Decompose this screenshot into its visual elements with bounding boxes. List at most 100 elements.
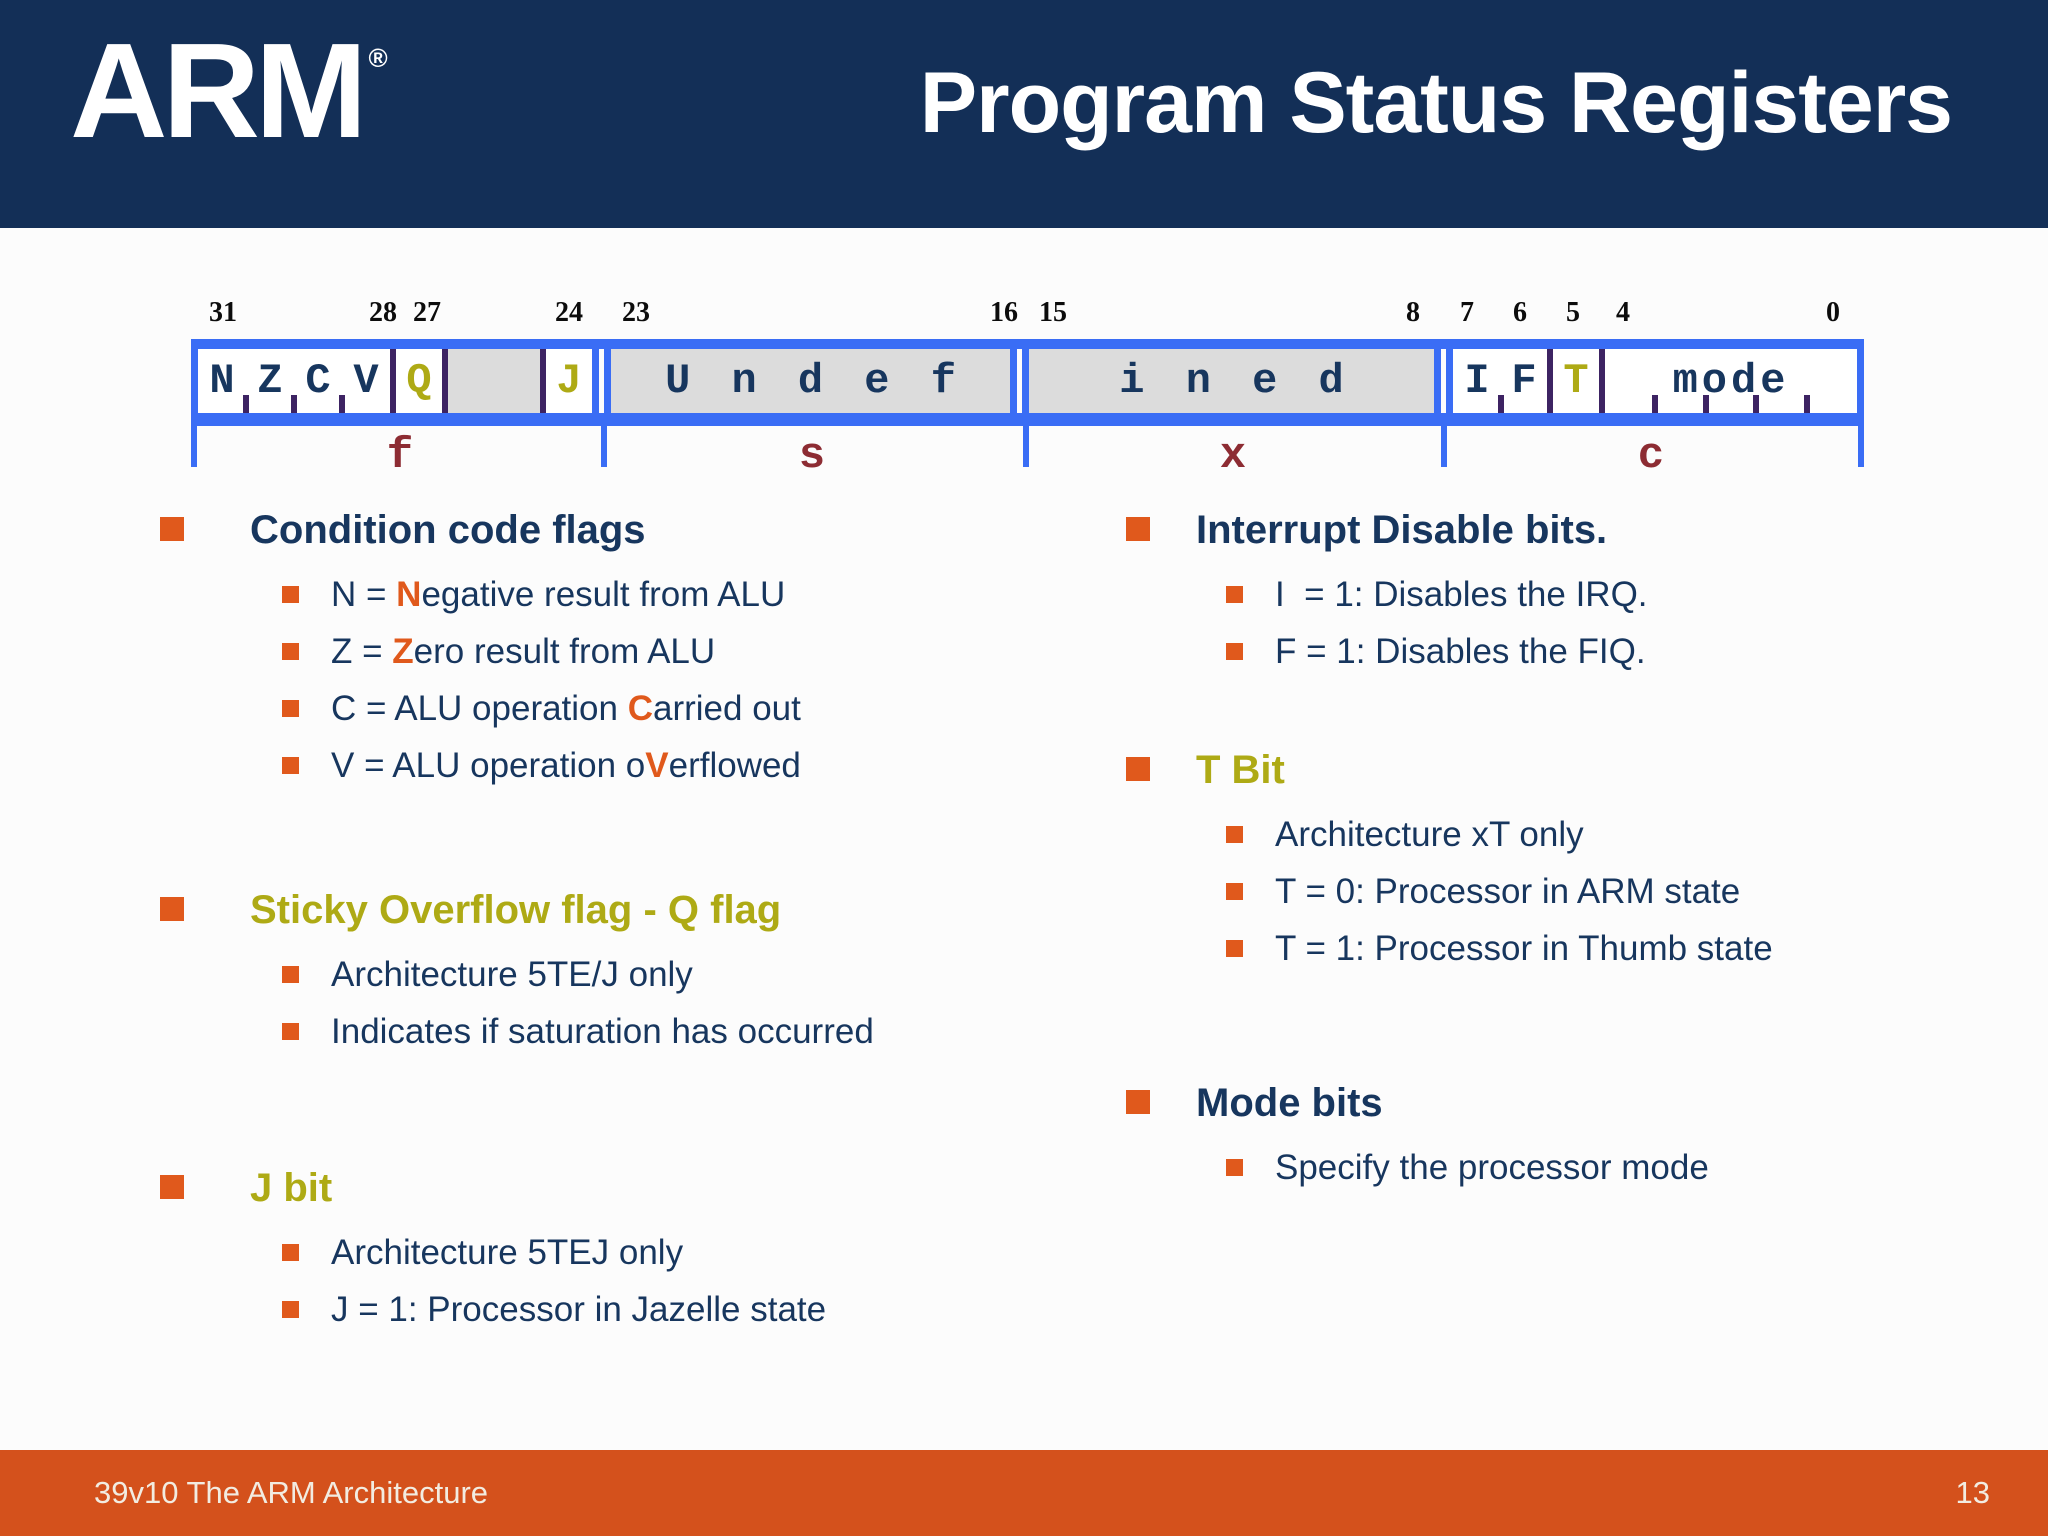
bullet-icon	[1226, 586, 1243, 603]
footer-course-label: 39v10 The ARM Architecture	[94, 1475, 489, 1510]
list-item-text: V = ALU operation oVerflowed	[331, 746, 801, 785]
bit-number-28: 28	[369, 297, 397, 328]
flag-q: Q	[406, 357, 432, 405]
list-item: F = 1: Disables the FIQ.	[1126, 627, 2048, 684]
list-item-text: N = Negative result from ALU	[331, 575, 786, 614]
list-item: N = Negative result from ALU	[160, 570, 1100, 627]
bullet-icon	[1226, 1159, 1243, 1176]
section-sticky-overflow-q-flag: Sticky Overflow flag - Q flag Architectu…	[160, 885, 1100, 1064]
list-item-text: T = 0: Processor in ARM state	[1275, 872, 1741, 911]
bullet-icon	[282, 757, 299, 774]
bracket-label-f: f	[386, 431, 414, 481]
section-title: Sticky Overflow flag - Q flag	[250, 888, 782, 932]
list-item: C = ALU operation Carried out	[160, 684, 1100, 741]
section-heading: Sticky Overflow flag - Q flag	[160, 885, 1100, 935]
list-item-text: Z = Zero result from ALU	[331, 632, 716, 671]
section-title: J bit	[250, 1166, 333, 1210]
bullet-icon	[282, 966, 299, 983]
undefined-text-low: i n e d	[1119, 357, 1352, 405]
section-items: N = Negative result from ALU Z = Zero re…	[160, 570, 1100, 798]
flag-n: N	[198, 349, 249, 413]
list-item: T = 0: Processor in ARM state	[1126, 867, 2048, 924]
flag-c: C	[294, 349, 345, 413]
list-item: Architecture 5TE/J only	[160, 950, 1100, 1007]
flag-v: V	[353, 357, 379, 405]
bullet-icon	[1226, 643, 1243, 660]
bracket-label-c: c	[1637, 431, 1665, 481]
section-interrupt-disable-bits: Interrupt Disable bits. I = 1: Disables …	[1126, 505, 2048, 684]
section-title: T Bit	[1196, 748, 1285, 792]
section-items: I = 1: Disables the IRQ. F = 1: Disables…	[1126, 570, 2048, 684]
bit-number-31: 31	[209, 297, 237, 328]
list-item-text: Architecture 5TE/J only	[331, 955, 693, 994]
registered-trademark-icon: ®	[368, 43, 388, 73]
footer: 39v10 The ARM Architecture 13	[0, 1450, 2048, 1536]
bracket-label-s: s	[798, 431, 826, 481]
field-flags-box: N Z C V Q J	[191, 349, 599, 413]
section-j-bit: J bit Architecture 5TEJ only J = 1: Proc…	[160, 1163, 1100, 1342]
bullet-icon	[282, 1023, 299, 1040]
field-control-box: I F T mode	[1446, 349, 1864, 413]
page-number: 13	[1955, 1475, 1990, 1510]
bullet-icon	[1126, 757, 1150, 781]
section-title: Interrupt Disable bits.	[1196, 508, 1608, 552]
bit-f: F	[1511, 357, 1537, 405]
bit-number-0: 0	[1826, 297, 1840, 328]
page-title: Program Status Registers	[919, 55, 1953, 151]
bullet-icon	[1226, 940, 1243, 957]
undefined-text-high: U n d e f	[665, 357, 964, 405]
bullet-icon	[282, 1244, 299, 1261]
bullet-icon	[282, 586, 299, 603]
bit-number-23: 23	[622, 297, 650, 328]
field-undefined-low-box: i n e d	[1022, 349, 1441, 413]
bullet-icon	[160, 897, 184, 921]
bullet-icon	[1126, 1090, 1150, 1114]
section-heading: Mode bits	[1126, 1078, 2048, 1128]
bit-tick	[1702, 395, 1709, 413]
register-row: N Z C V Q J U n d e f i n e d I F	[191, 349, 1864, 413]
bit-divider	[1547, 349, 1553, 413]
bit-divider	[1599, 349, 1605, 413]
bit-divider	[390, 349, 396, 413]
section-heading: Interrupt Disable bits.	[1126, 505, 2048, 555]
bit-tick	[1753, 395, 1760, 413]
mode-field: mode	[1605, 349, 1857, 413]
bullet-icon	[1226, 826, 1243, 843]
bit-number-24: 24	[555, 297, 583, 328]
bracket-divider	[601, 413, 607, 467]
section-heading: Condition code flags	[160, 505, 1100, 555]
section-heading: T Bit	[1126, 745, 2048, 795]
bullet-icon	[282, 643, 299, 660]
psr-register-diagram: 31 28 27 24 23 16 15 8 7 6 5 4 0 N Z C V…	[191, 297, 1864, 499]
bracket-divider	[1023, 413, 1029, 467]
bracket-divider	[1858, 413, 1864, 467]
bit-divider	[540, 349, 546, 413]
section-items: Architecture 5TE/J only Indicates if sat…	[160, 950, 1100, 1064]
bit-t: T	[1563, 357, 1589, 405]
bullet-icon	[1226, 883, 1243, 900]
list-item-text: I = 1: Disables the IRQ.	[1275, 575, 1648, 614]
flag-j: J	[556, 357, 582, 405]
bullet-icon	[282, 700, 299, 717]
register-top-border	[191, 339, 1864, 349]
bullet-icon	[282, 1301, 299, 1318]
bit-number-6: 6	[1513, 297, 1527, 328]
bit-tick	[1652, 395, 1659, 413]
bracket-divider	[191, 413, 197, 467]
bullet-icon	[160, 517, 184, 541]
section-title: Condition code flags	[250, 508, 646, 552]
reserved-bits	[448, 349, 540, 413]
bullet-icon	[1126, 517, 1150, 541]
header: ARM® Program Status Registers	[0, 0, 2048, 228]
section-items: Architecture xT only T = 0: Processor in…	[1126, 810, 2048, 981]
mode-label: mode	[1672, 357, 1790, 405]
list-item-text: F = 1: Disables the FIQ.	[1275, 632, 1646, 671]
bit-number-5: 5	[1566, 297, 1580, 328]
section-mode-bits: Mode bits Specify the processor mode	[1126, 1078, 2048, 1200]
list-item-text: C = ALU operation Carried out	[331, 689, 801, 728]
list-item-text: T = 1: Processor in Thumb state	[1275, 929, 1773, 968]
list-item: I = 1: Disables the IRQ.	[1126, 570, 2048, 627]
list-item: Specify the processor mode	[1126, 1143, 2048, 1200]
field-undefined-high-box: U n d e f	[604, 349, 1017, 413]
